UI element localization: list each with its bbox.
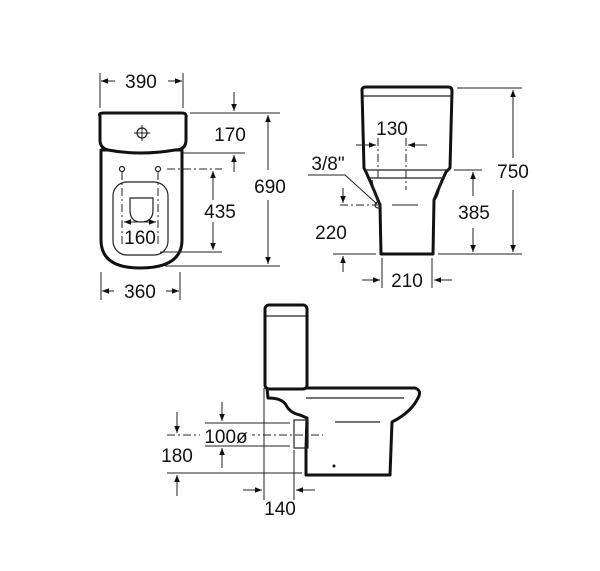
top-view: 390 170 690 435 160 360 — [98, 72, 286, 303]
dimension-435: 435 — [204, 202, 236, 223]
dimension-170: 170 — [214, 125, 246, 146]
dimension-390: 390 — [125, 72, 157, 93]
dimension-360: 360 — [124, 282, 156, 303]
side-view: 100ø 180 140 — [158, 303, 421, 520]
dimension-3-8-inch: 3/8" — [311, 154, 344, 175]
dimension-180: 180 — [161, 446, 193, 467]
dimension-210: 210 — [391, 271, 423, 292]
dimension-100-diameter: 100ø — [204, 427, 248, 448]
dimension-140: 140 — [264, 499, 296, 520]
flush-button-icon — [134, 125, 150, 141]
side-view-bowl-outline — [265, 386, 421, 477]
dimension-385: 385 — [458, 203, 490, 224]
dimension-690: 690 — [254, 177, 286, 198]
seat-fixing-holes — [118, 165, 162, 245]
outlet-pipe — [293, 419, 309, 449]
front-view: 130 3/8" 220 385 750 210 — [308, 85, 529, 292]
dimension-220: 220 — [315, 223, 347, 244]
dimension-130: 130 — [376, 119, 408, 140]
dimension-750: 750 — [497, 162, 529, 183]
dimension-160: 160 — [124, 228, 156, 249]
side-view-tank-outline — [263, 303, 309, 391]
top-view-bowl-outline — [99, 148, 184, 270]
seat-outline — [112, 181, 169, 256]
